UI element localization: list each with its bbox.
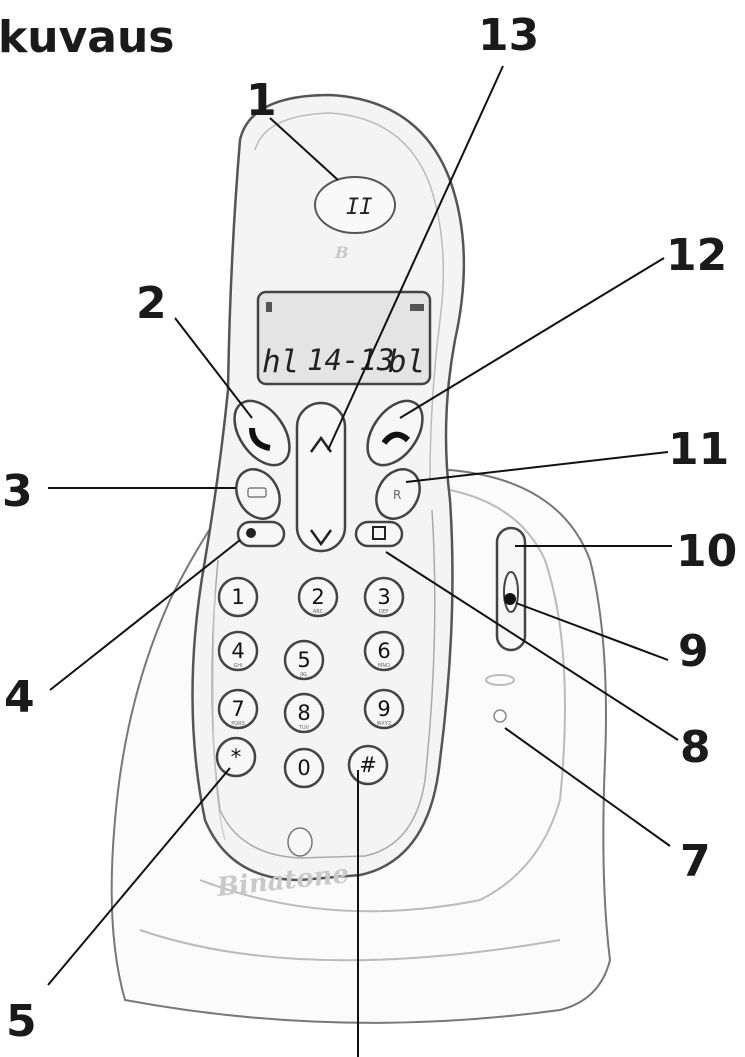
charging-contact [495, 526, 527, 652]
key-label: 8 [297, 701, 310, 725]
key-label: 3 [377, 585, 390, 609]
callout-2: 2 [136, 278, 167, 329]
caller-id-icon [246, 528, 256, 538]
callout-1: 1 [246, 75, 277, 126]
page-title: kuvaus [0, 12, 174, 63]
callout-5: 5 [6, 996, 37, 1047]
down-arrow-icon [309, 529, 333, 547]
callout-4: 4 [4, 672, 35, 723]
phonebook-button[interactable] [354, 520, 404, 548]
menu-icon [247, 487, 267, 498]
callout-9: 9 [678, 626, 709, 677]
key-label: 1 [231, 585, 244, 609]
callout-3: 3 [2, 466, 33, 517]
key-letters: DEF [379, 609, 389, 615]
key-hash[interactable]: # [347, 744, 389, 786]
brand-logo-small: B [334, 243, 349, 262]
talk-button[interactable] [223, 391, 300, 475]
display-right-text: bl [388, 344, 425, 380]
signal-icon [266, 302, 272, 312]
key-letters: JKL [299, 672, 308, 678]
key-1[interactable]: 1 [217, 576, 259, 618]
key-label: 9 [377, 697, 390, 721]
key-label: 6 [377, 639, 390, 663]
key-letters: GHI [233, 663, 242, 669]
leader-lines [47, 65, 679, 1057]
callout-7: 7 [680, 836, 711, 887]
battery-icon [410, 304, 424, 311]
key-label: 0 [297, 756, 310, 780]
paging-button[interactable] [493, 709, 507, 723]
callout-8: 8 [680, 722, 711, 773]
key-label: # [359, 753, 377, 777]
navigation-key[interactable] [295, 401, 347, 553]
key-letters: MNO [378, 663, 390, 669]
microphone [287, 827, 313, 857]
callout-13: 13 [478, 10, 539, 61]
phone-call-icon [249, 427, 271, 451]
earpiece-slot-icon: II [346, 195, 373, 220]
charge-indicator-light [504, 593, 516, 605]
end-call-button[interactable] [356, 391, 433, 475]
menu-button[interactable] [228, 461, 289, 526]
key-0[interactable]: 0 [283, 747, 325, 789]
key-star[interactable]: * [215, 736, 257, 778]
callout-12: 12 [666, 230, 727, 281]
callout-10: 10 [676, 526, 737, 577]
key-label: 7 [231, 697, 244, 721]
earpiece [314, 176, 396, 234]
display-left-text: hl [262, 344, 299, 380]
recall-icon: R [393, 488, 401, 502]
key-letters: TUV [298, 725, 310, 731]
lcd-display [256, 290, 432, 386]
key-label: * [231, 745, 242, 769]
key-letters: WXYZ [377, 721, 392, 727]
key-label: 5 [297, 648, 310, 672]
display-center-text: 14-13 [307, 343, 394, 377]
key-label: 4 [231, 639, 244, 663]
key-label: 2 [311, 585, 324, 609]
hang-up-icon [381, 431, 411, 445]
callout-11: 11 [668, 424, 729, 475]
caller-id-button[interactable] [236, 520, 286, 548]
key-letters: ABC [313, 609, 324, 615]
key-letters: PQRS [231, 721, 245, 727]
up-arrow-icon [309, 435, 333, 453]
phonebook-icon [372, 526, 386, 540]
